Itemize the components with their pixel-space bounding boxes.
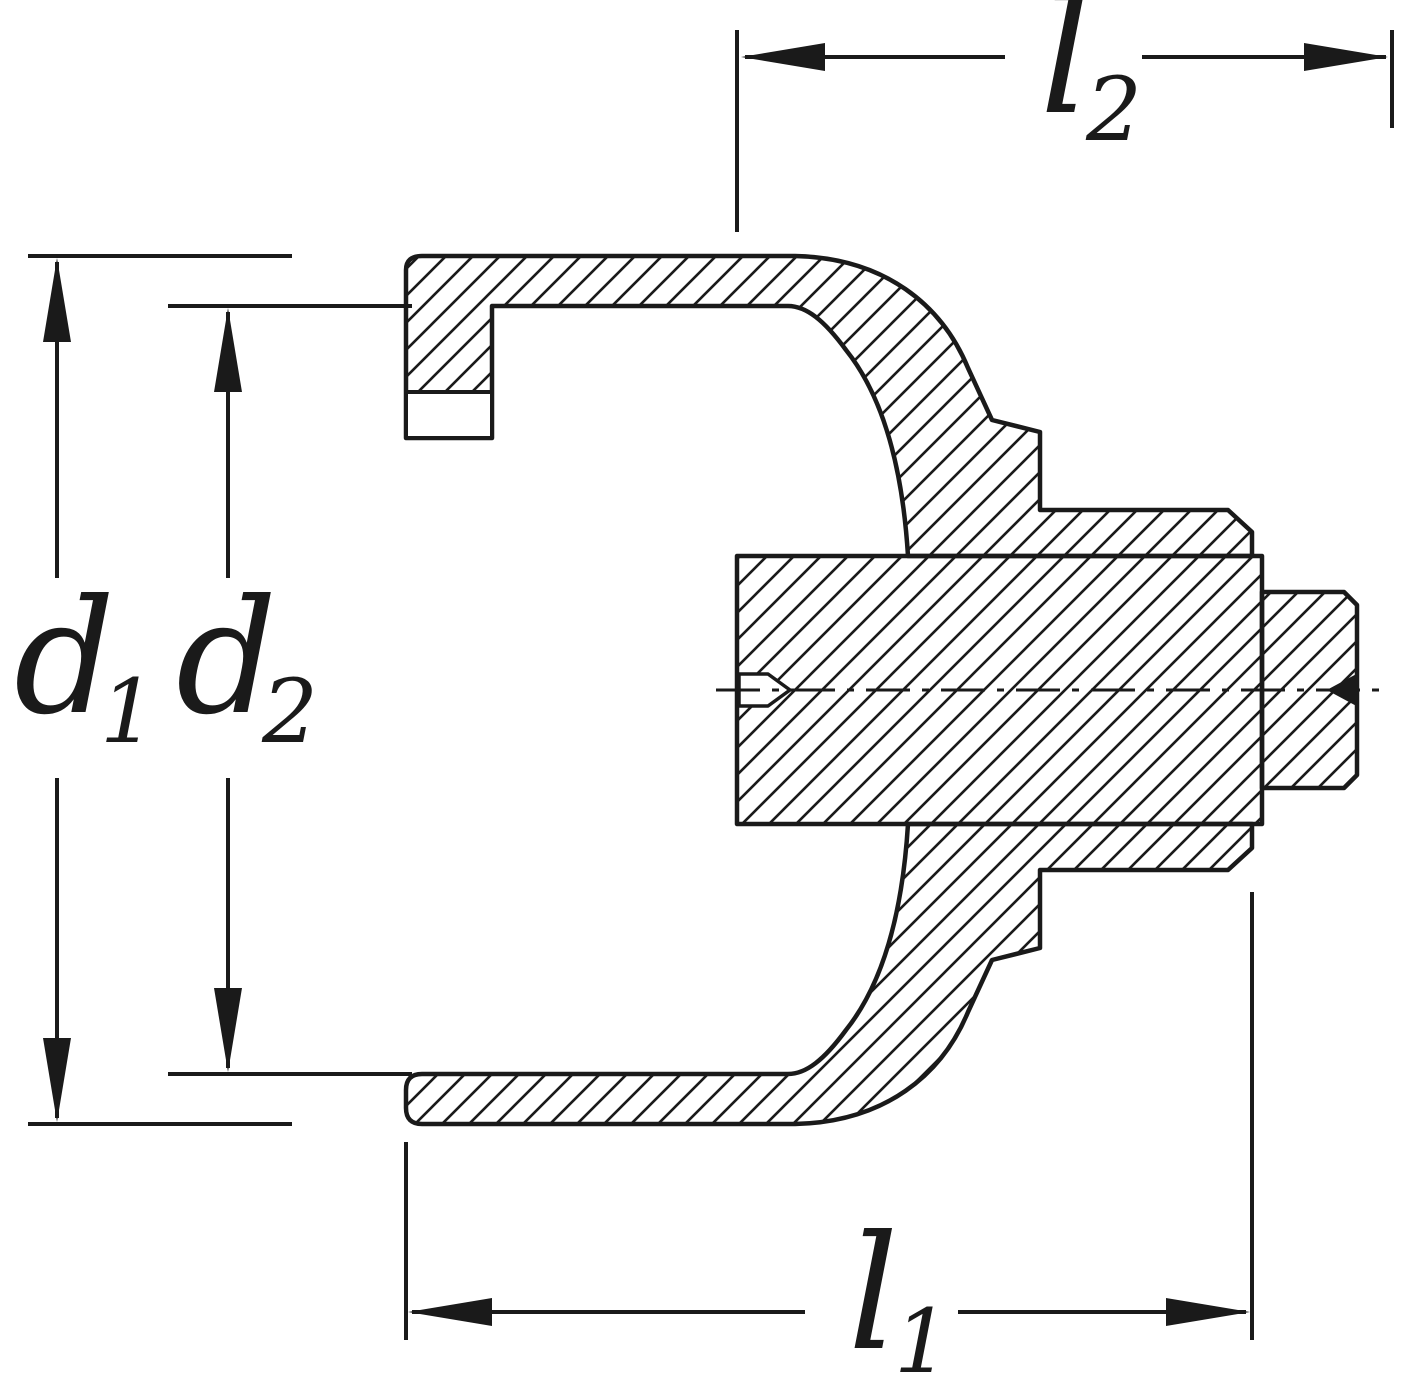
hook-notch bbox=[404, 390, 494, 440]
d2-label-subscript: 2 bbox=[261, 660, 318, 763]
dimension-d1: d 1 bbox=[14, 254, 292, 1126]
l1-label: l bbox=[848, 1202, 899, 1377]
left-center-hole bbox=[737, 672, 792, 708]
d2-arrow-down-icon bbox=[214, 988, 242, 1072]
l2-label-subscript: 2 bbox=[1085, 58, 1142, 161]
l2-arrow-left-icon bbox=[741, 43, 825, 71]
d1-arrow-down-icon bbox=[43, 1038, 71, 1122]
square-drive-section bbox=[1259, 589, 1360, 791]
d2-label: d bbox=[176, 566, 277, 750]
l1-label-subscript: 1 bbox=[894, 1290, 950, 1377]
lower-yoke-section bbox=[403, 821, 1255, 1127]
d1-arrow-up-icon bbox=[43, 258, 71, 342]
l2-label: l bbox=[1040, 0, 1091, 150]
dimension-l2: l 2 bbox=[735, 0, 1394, 232]
upper-yoke-section bbox=[403, 253, 1255, 559]
dimension-d2: d 2 bbox=[168, 304, 412, 1076]
d1-label-subscript: 1 bbox=[100, 660, 156, 763]
dimension-l1: l 1 bbox=[404, 892, 1254, 1377]
d2-arrow-up-icon bbox=[214, 308, 242, 392]
l1-arrow-right-icon bbox=[1166, 1298, 1250, 1326]
l2-arrow-right-icon bbox=[1304, 43, 1388, 71]
d1-label: d bbox=[14, 566, 115, 750]
l1-arrow-left-icon bbox=[408, 1298, 492, 1326]
